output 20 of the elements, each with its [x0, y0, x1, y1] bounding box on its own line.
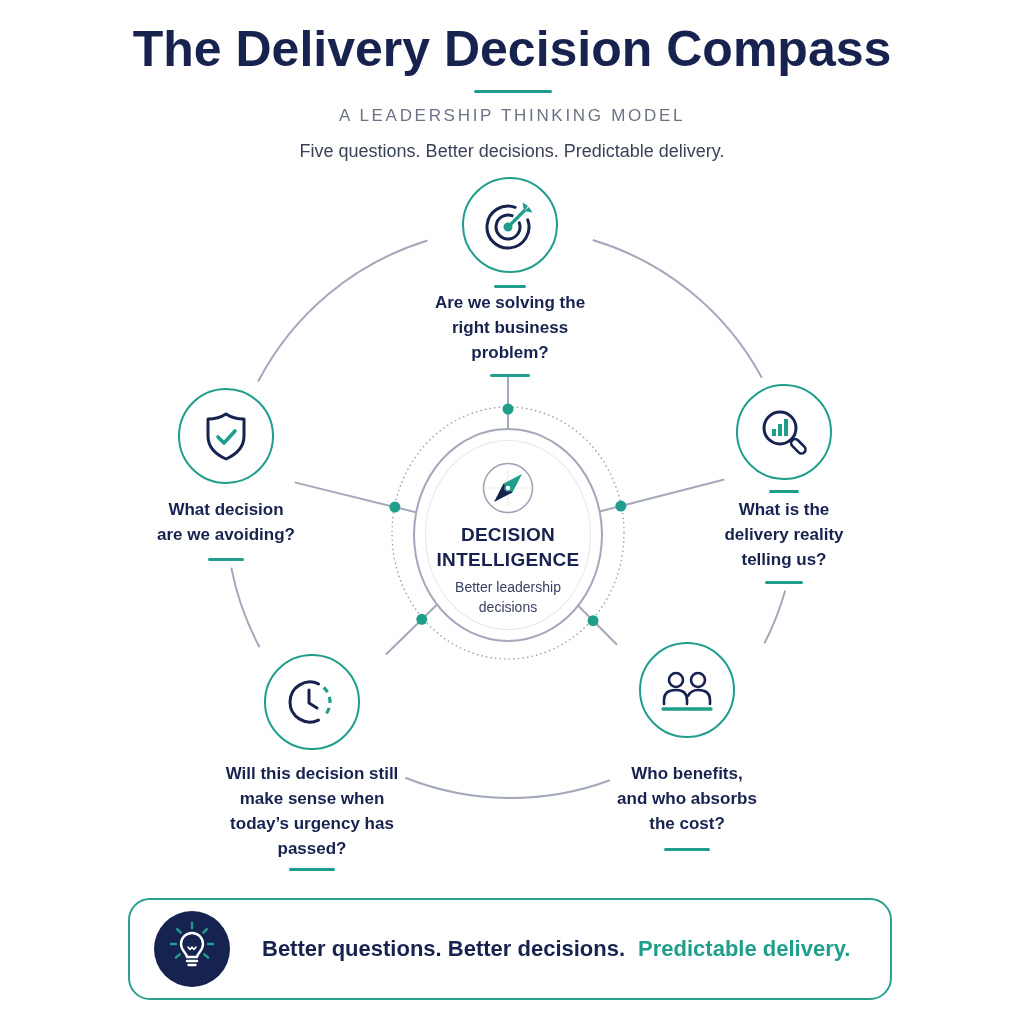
ring-arc	[405, 777, 611, 799]
tagline: Five questions. Better decisions. Predictable delivery.	[299, 140, 725, 163]
question-text: What is the delivery reality telling us?	[723, 499, 845, 571]
question-text: Will this decision still make sense when today’s urgency has passed?	[225, 763, 399, 860]
spoke-line	[577, 605, 618, 646]
hub-subtitle: Better leadership decisions	[454, 578, 562, 617]
question-text: What decision are we avoiding?	[156, 499, 296, 546]
banner-highlight: Predictable delivery.	[638, 935, 851, 963]
spoke-line	[385, 604, 438, 655]
question-text: Who benefits, and who absorbs the cost?	[616, 763, 758, 835]
subtitle: A LEADERSHIP THINKING MODEL	[338, 105, 686, 127]
hub-title: DECISION INTELLIGENCE	[436, 523, 580, 572]
question-text: Are we solving the right business problem?	[434, 292, 586, 364]
ring-arc	[230, 567, 261, 648]
ring-arc	[257, 239, 428, 382]
ring-arc	[763, 590, 786, 644]
summary-banner	[128, 898, 892, 1000]
ring-arc	[592, 239, 763, 378]
banner-text: Better questions. Better decisions.	[262, 935, 626, 963]
title: The Delivery Decision Compass	[132, 20, 892, 78]
